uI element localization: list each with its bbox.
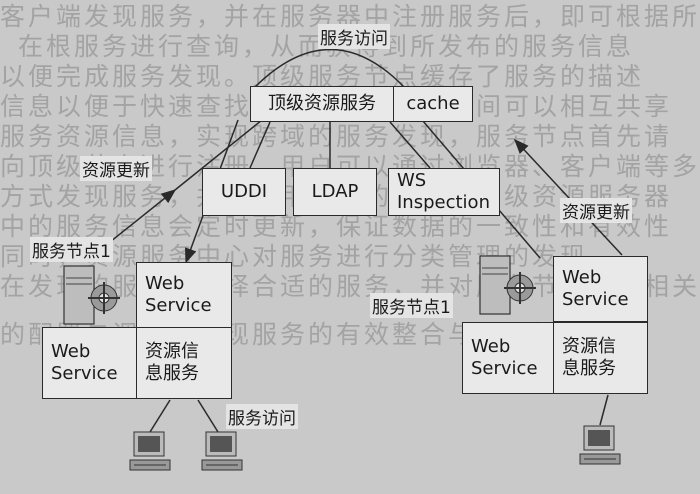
label-service-node-right: 服务节点1 (370, 293, 453, 318)
server-icon (478, 252, 540, 322)
link-pc1 (149, 399, 171, 433)
computer-icon (578, 424, 624, 474)
left-web-service-top: Web Service (136, 262, 232, 328)
right-update-line (513, 138, 623, 256)
label-resource-update-right: 资源更新 (560, 198, 632, 223)
computer-icon (128, 430, 174, 480)
right-resource-info-service: 资源信 息服务 (553, 322, 648, 394)
left-link-line (174, 119, 263, 191)
right-web-service-top: Web Service (553, 256, 648, 322)
ldap-box: LDAP (293, 168, 377, 216)
left-resource-info-service: 资源信 息服务 (136, 327, 232, 399)
uddi-box: UDDI (202, 168, 286, 216)
root-resource-service: 顶级资源服务 (250, 86, 394, 122)
link-root-uddi (249, 121, 271, 169)
bg-line: 服务资源信息，实现跨域的服务发现，服务节点首先请 (0, 122, 673, 151)
left-web-service-bottom: Web Service (42, 327, 137, 399)
ws-inspection-box: WS Inspection (388, 168, 500, 216)
link-pc3 (599, 394, 609, 426)
service-access-arc (251, 48, 406, 91)
server-icon (62, 262, 124, 332)
label-resource-update-left: 资源更新 (80, 156, 152, 181)
right-web-service-bottom: Web Service (462, 322, 554, 394)
label-service-node-left: 服务节点1 (30, 237, 113, 262)
label-service-access-bottom: 服务访问 (226, 404, 298, 429)
label-service-access-top: 服务访问 (318, 24, 390, 49)
link-root-ws (389, 121, 431, 169)
cache-box: cache (393, 86, 473, 122)
link-pc2 (197, 399, 219, 433)
computer-icon (200, 430, 246, 480)
bg-line: 中的服务信息会定时更新，保证数据的一致性和有效性 (0, 212, 673, 241)
